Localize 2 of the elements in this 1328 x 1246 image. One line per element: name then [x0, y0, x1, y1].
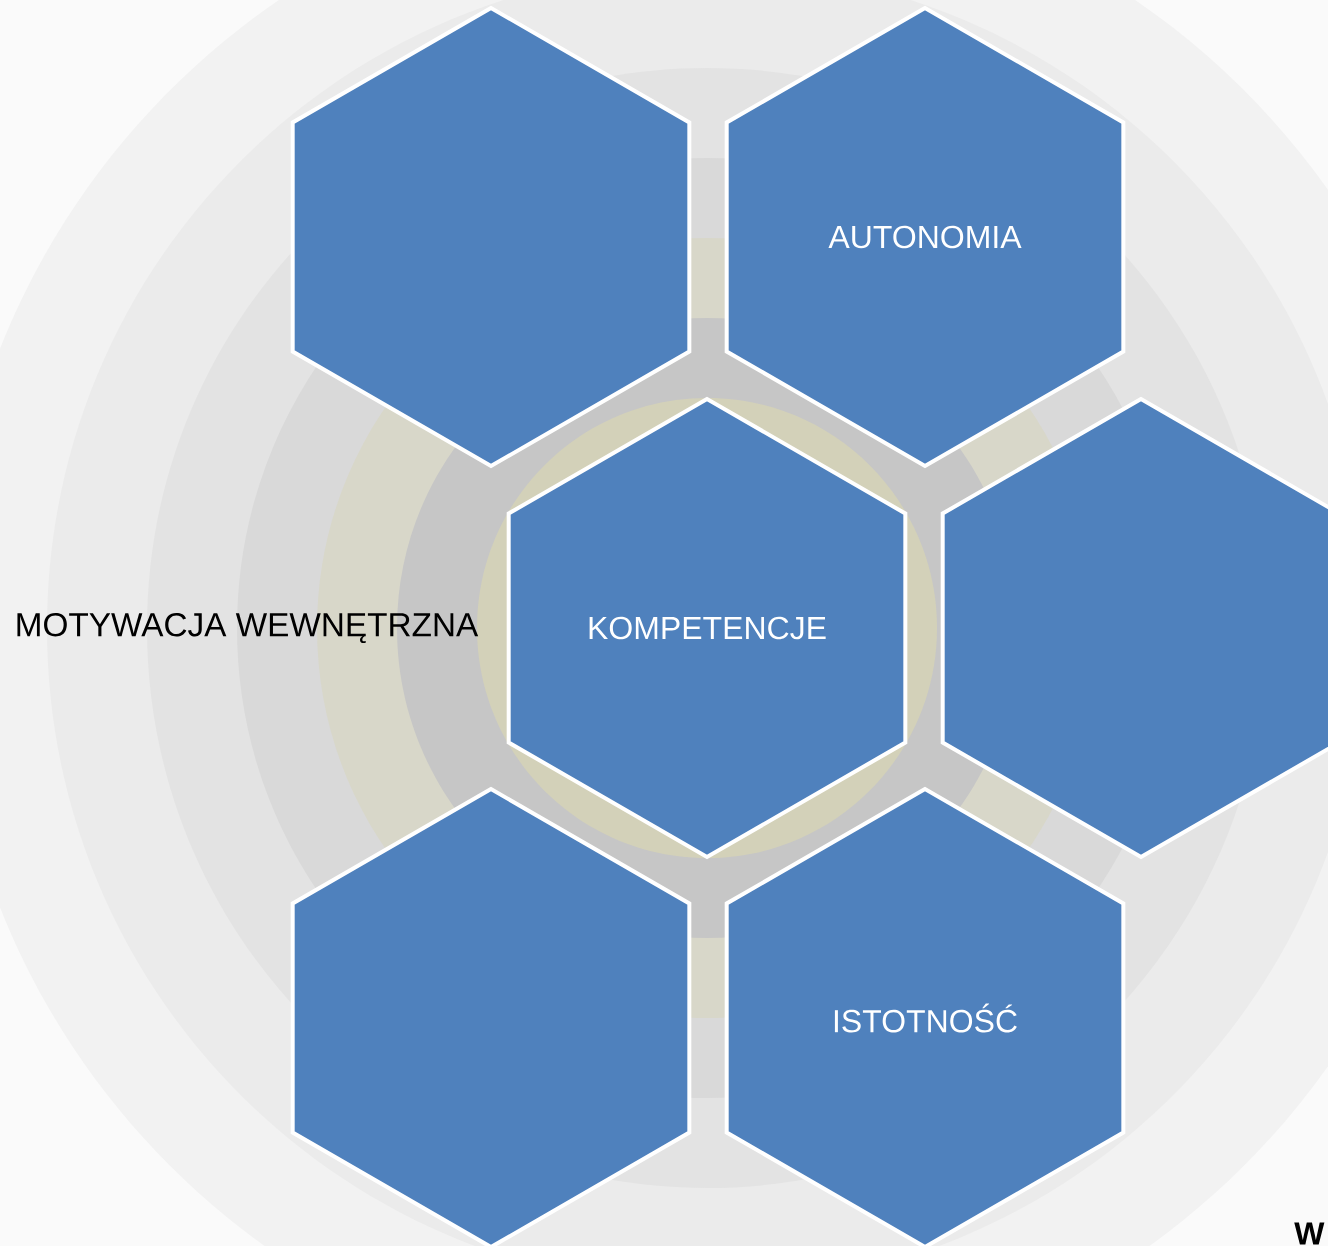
label: W — [1294, 1222, 1325, 1245]
label: MOTYWACJA WEWNĘTRZNA — [17, 612, 479, 644]
